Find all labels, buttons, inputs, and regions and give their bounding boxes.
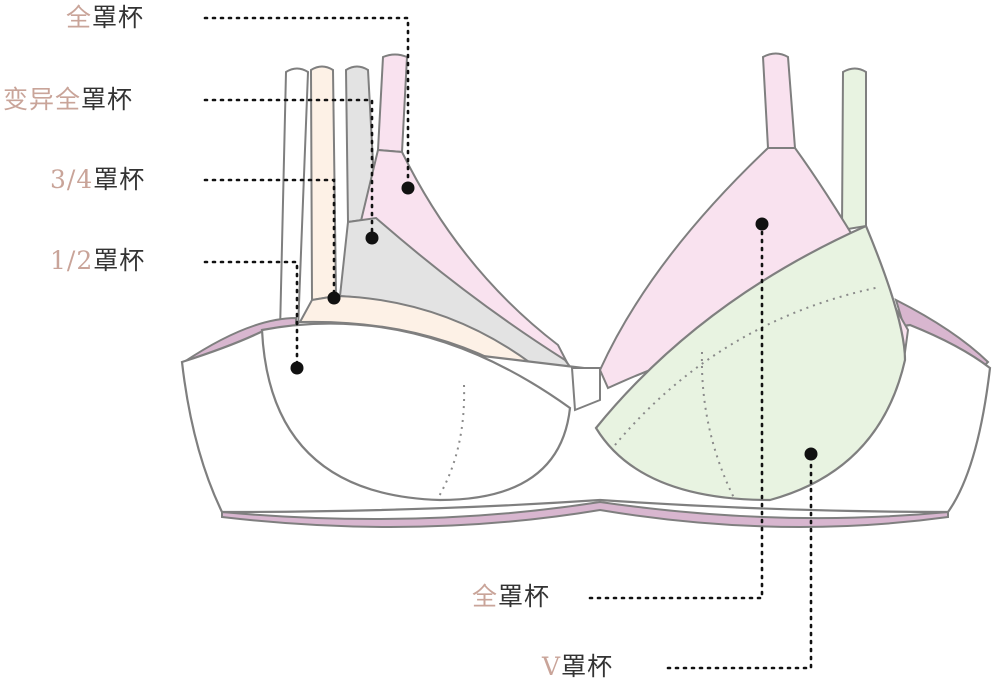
label-full-cup-left: 全罩杯 (66, 3, 144, 33)
marker-dots (290, 181, 818, 461)
leader-three-quarter-cup (203, 178, 336, 298)
half-cup-strap-left (278, 67, 310, 334)
dot-full-cup-right (755, 217, 769, 231)
dot-full-cup-left (401, 181, 415, 195)
dot-half-cup (290, 361, 304, 375)
label-variant-full-cup: 变异全罩杯 (3, 85, 133, 115)
leader-full-cup-left (203, 16, 410, 188)
label-full-cup-right: 全罩杯 (472, 582, 550, 612)
label-full-cup-left-dark: 罩杯 (92, 3, 145, 32)
leader-lines (203, 16, 813, 670)
dot-v-cup (804, 447, 818, 461)
label-full-cup-right-dark: 罩杯 (498, 582, 551, 611)
leader-v-cup (666, 452, 813, 670)
v-cup-right (594, 224, 907, 502)
dot-three-quarter-cup (327, 291, 341, 305)
label-three-quarter-cup-dark: 罩杯 (93, 165, 146, 194)
label-half-cup-dark: 罩杯 (93, 246, 146, 275)
label-variant-full-cup-accent: 变异全 (3, 85, 82, 114)
center-gore (570, 367, 601, 412)
full-cup-strap-left (376, 53, 409, 154)
three-quarter-strap-left (309, 65, 338, 302)
label-v-cup: V罩杯 (542, 652, 613, 682)
label-three-quarter-cup-accent: 3/4 (50, 165, 94, 194)
label-half-cup-accent: 1/2 (50, 246, 94, 275)
label-full-cup-right-accent: 全 (472, 582, 499, 611)
label-v-cup-dark: 罩杯 (561, 652, 614, 681)
label-variant-full-cup-dark: 罩杯 (81, 85, 134, 114)
dot-variant-full-cup (365, 231, 379, 245)
half-cup-seam-left (437, 384, 466, 499)
leader-variant-full-cup (203, 98, 374, 238)
band-lower-edge (221, 500, 949, 528)
v-cup-strap-right (840, 67, 867, 232)
half-cup-left (260, 322, 572, 502)
leader-half-cup (203, 260, 299, 368)
label-three-quarter-cup: 3/4罩杯 (50, 165, 145, 195)
label-half-cup: 1/2罩杯 (50, 246, 145, 276)
label-v-cup-accent: V (542, 652, 562, 681)
leader-full-cup-right (588, 222, 764, 600)
label-full-cup-left-accent: 全 (66, 3, 93, 32)
full-cup-strap-right (761, 52, 797, 149)
